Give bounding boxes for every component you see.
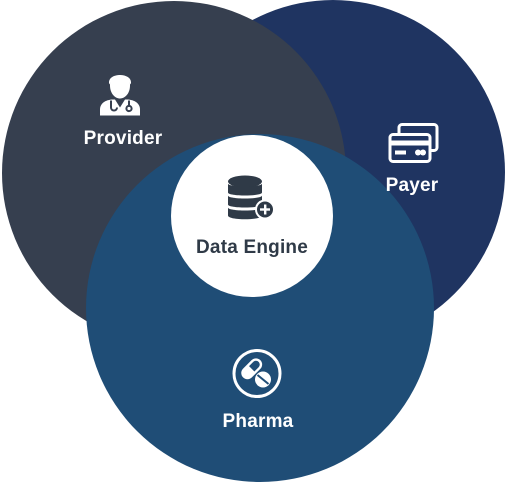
database-add-icon <box>225 175 279 228</box>
provider-label: Provider <box>83 128 163 149</box>
doctor-icon <box>96 70 144 123</box>
data-engine-label: Data Engine <box>196 237 308 258</box>
payer-label: Payer <box>385 175 439 196</box>
pharma-label: Pharma <box>222 411 294 432</box>
pills-icon <box>231 348 283 405</box>
credit-cards-icon <box>387 123 441 170</box>
